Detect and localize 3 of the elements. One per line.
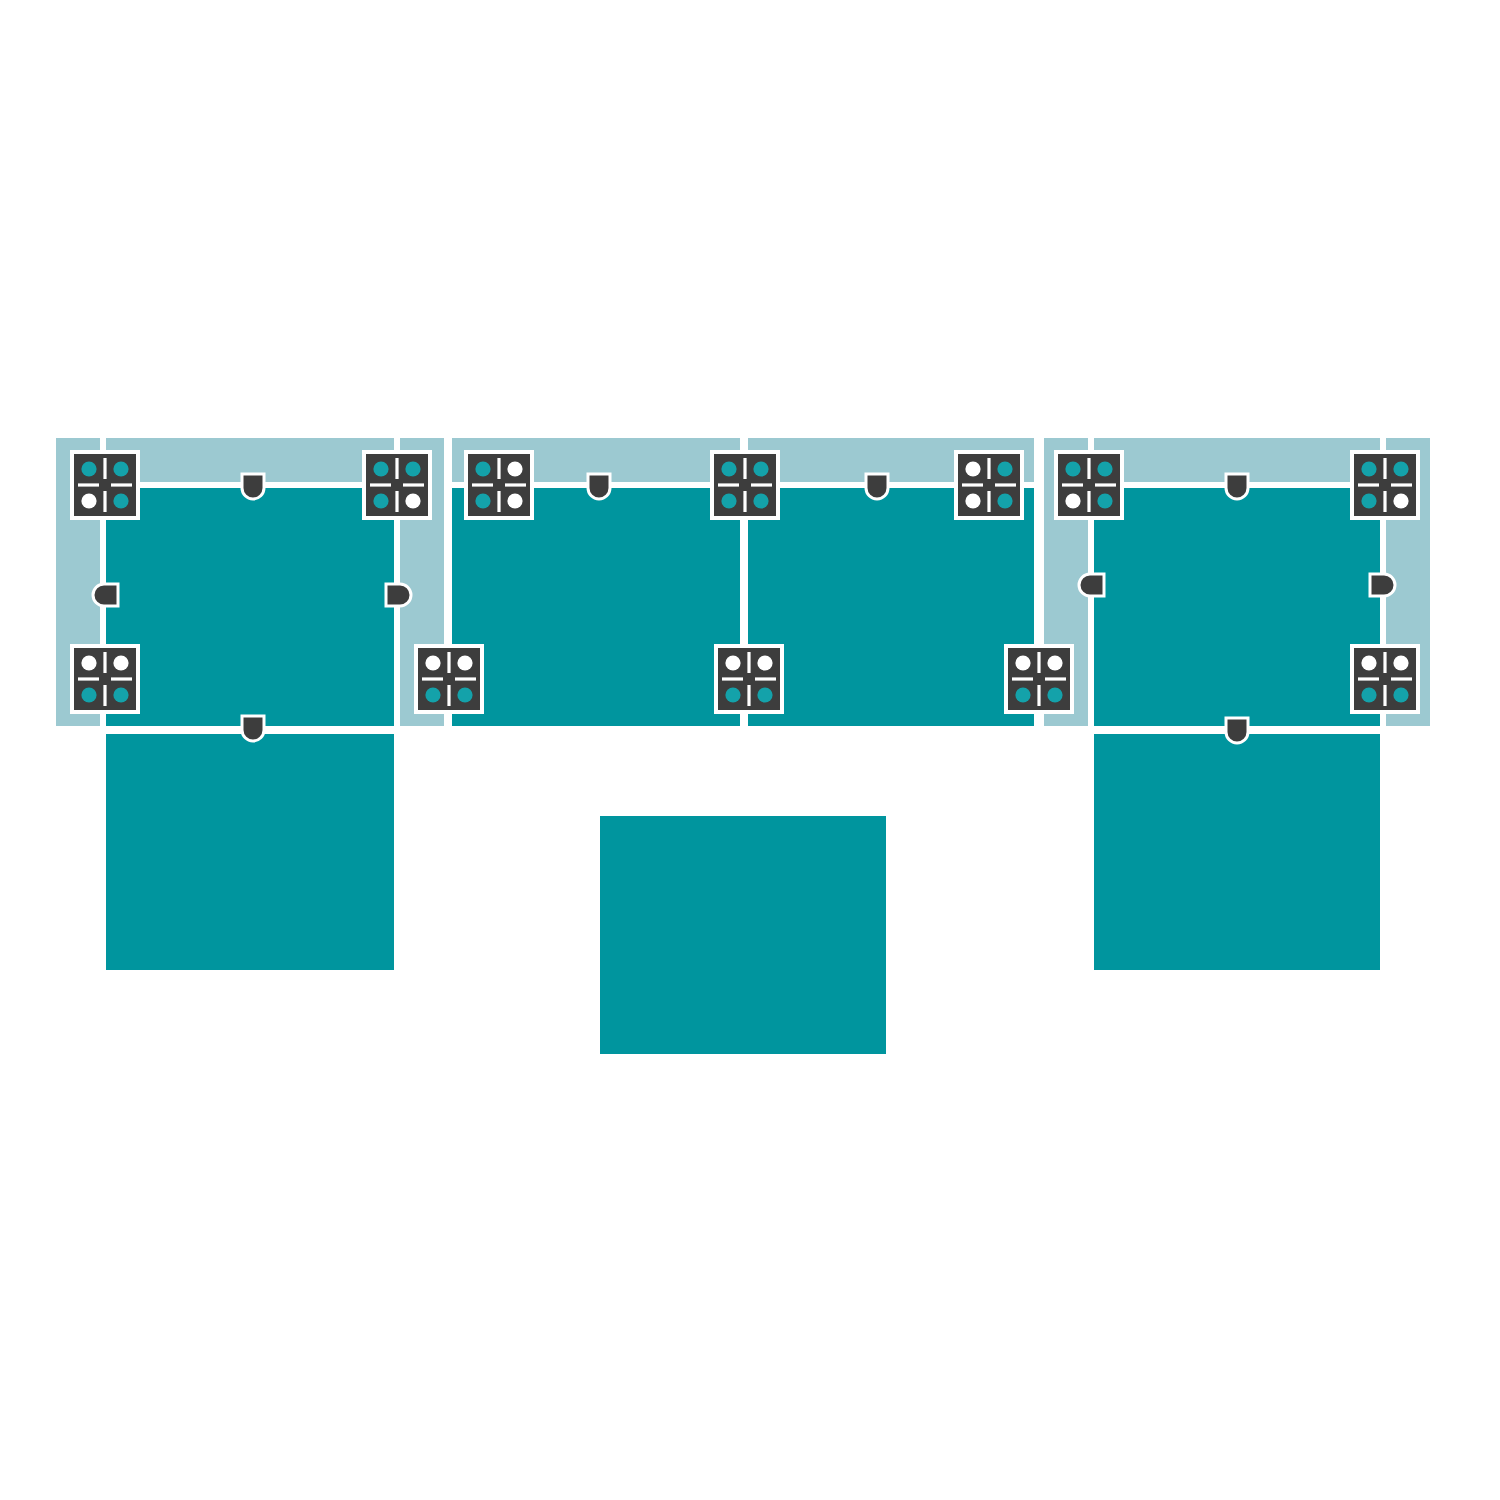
ottoman	[106, 734, 394, 970]
ottoman	[1094, 734, 1380, 970]
ottoman	[600, 816, 886, 1054]
